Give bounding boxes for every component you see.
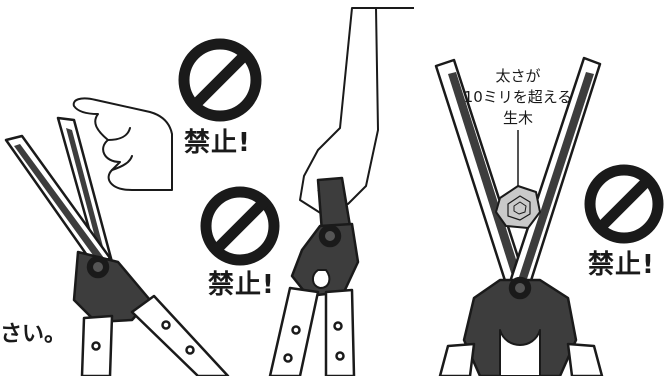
prohibited-label-top: 禁止!: [184, 128, 251, 158]
prohibition-icon: [584, 164, 664, 244]
left-shears: [4, 116, 230, 376]
center-shears: [268, 7, 414, 376]
center-shears-handle-right: [324, 288, 356, 376]
left-shears-blade-upper-inner: [66, 128, 106, 260]
right-shears-handle-left: [438, 342, 476, 376]
branch-cross-section: [495, 185, 541, 229]
callout-line-1: 太さが: [495, 67, 541, 85]
branch-callout: 太さが 10ミリを超える 生木: [452, 66, 584, 129]
left-shears-blade-lower-inner: [14, 144, 104, 262]
prohibition-icon: [178, 38, 262, 122]
callout-line-2: 10ミリを超える: [463, 88, 573, 106]
left-hand: [72, 97, 173, 191]
right-shears: [434, 56, 604, 376]
right-shears-handle-right: [566, 342, 604, 376]
prohibition-icon: [200, 186, 280, 266]
callout-line-3: 生木: [502, 109, 533, 127]
cropped-caption-text: さい。: [0, 322, 67, 347]
prohibited-label-right: 禁止!: [588, 250, 655, 280]
left-shears-handle-right: [130, 294, 230, 376]
prohibited-label-center: 禁止!: [208, 270, 275, 300]
